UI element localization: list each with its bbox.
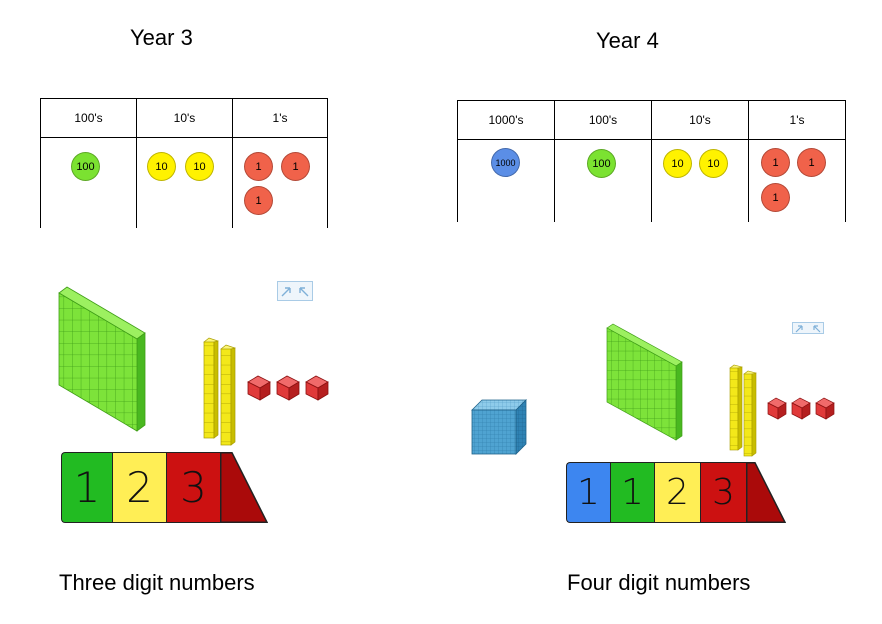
one-counter: 1 bbox=[761, 183, 790, 212]
hundred-counter: 100 bbox=[71, 152, 100, 181]
one-cubes bbox=[247, 375, 329, 401]
header-hundreds: 100's bbox=[554, 100, 652, 140]
digit-tens: 2 bbox=[654, 462, 700, 523]
thousands-column: 1000 bbox=[457, 139, 555, 222]
one-counter: 1 bbox=[797, 148, 826, 177]
thousand-cube-block bbox=[471, 399, 527, 455]
header-hundreds: 100's bbox=[40, 98, 137, 138]
hundred-counter: 100 bbox=[587, 149, 616, 178]
ten-counter: 10 bbox=[663, 149, 692, 178]
year4-place-value-chart: 1000's 100's 10's 1's 1000 100 10 10 1 1… bbox=[457, 100, 846, 222]
year4-number-card: 1 1 2 3 bbox=[566, 462, 786, 523]
ones-column: 1 1 1 bbox=[232, 137, 328, 228]
year4-title: Year 4 bbox=[596, 28, 659, 53]
number-card-tail bbox=[746, 462, 786, 523]
hundred-flat-block bbox=[58, 286, 146, 432]
ten-rods bbox=[203, 337, 236, 446]
number-card-tail bbox=[220, 452, 268, 523]
tens-column: 10 10 bbox=[136, 137, 233, 228]
one-counter: 1 bbox=[244, 152, 273, 181]
year4-caption: Four digit numbers bbox=[567, 570, 751, 595]
thousand-counter: 1000 bbox=[491, 148, 520, 177]
header-tens: 10's bbox=[136, 98, 233, 138]
ten-counter: 10 bbox=[147, 152, 176, 181]
compress-arrows-icon[interactable] bbox=[277, 281, 313, 301]
compress-arrows-icon[interactable] bbox=[792, 322, 824, 334]
year3-title: Year 3 bbox=[130, 25, 193, 50]
digit-thousands: 1 bbox=[566, 462, 610, 523]
ones-column: 1 1 1 bbox=[748, 139, 846, 222]
one-counter: 1 bbox=[281, 152, 310, 181]
header-thousands: 1000's bbox=[457, 100, 555, 140]
year3-number-card: 1 2 3 bbox=[61, 452, 268, 523]
digit-ones: 3 bbox=[166, 452, 220, 523]
digit-hundreds: 1 bbox=[61, 452, 112, 523]
header-ones: 1's bbox=[748, 100, 846, 140]
digit-tens: 2 bbox=[112, 452, 166, 523]
tens-column: 10 10 bbox=[651, 139, 749, 222]
ten-counter: 10 bbox=[185, 152, 214, 181]
ten-counter: 10 bbox=[699, 149, 728, 178]
header-tens: 10's bbox=[651, 100, 749, 140]
header-ones: 1's bbox=[232, 98, 328, 138]
one-cubes bbox=[767, 397, 835, 420]
year3-caption: Three digit numbers bbox=[59, 570, 255, 595]
hundreds-column: 100 bbox=[554, 139, 652, 222]
one-counter: 1 bbox=[761, 148, 790, 177]
ten-rods bbox=[729, 364, 757, 457]
hundred-flat-block bbox=[606, 323, 683, 441]
digit-ones: 3 bbox=[700, 462, 746, 523]
digit-hundreds: 1 bbox=[610, 462, 654, 523]
year3-place-value-chart: 100's 10's 1's 100 10 10 1 1 1 bbox=[40, 98, 328, 228]
hundreds-column: 100 bbox=[40, 137, 137, 228]
one-counter: 1 bbox=[244, 186, 273, 215]
